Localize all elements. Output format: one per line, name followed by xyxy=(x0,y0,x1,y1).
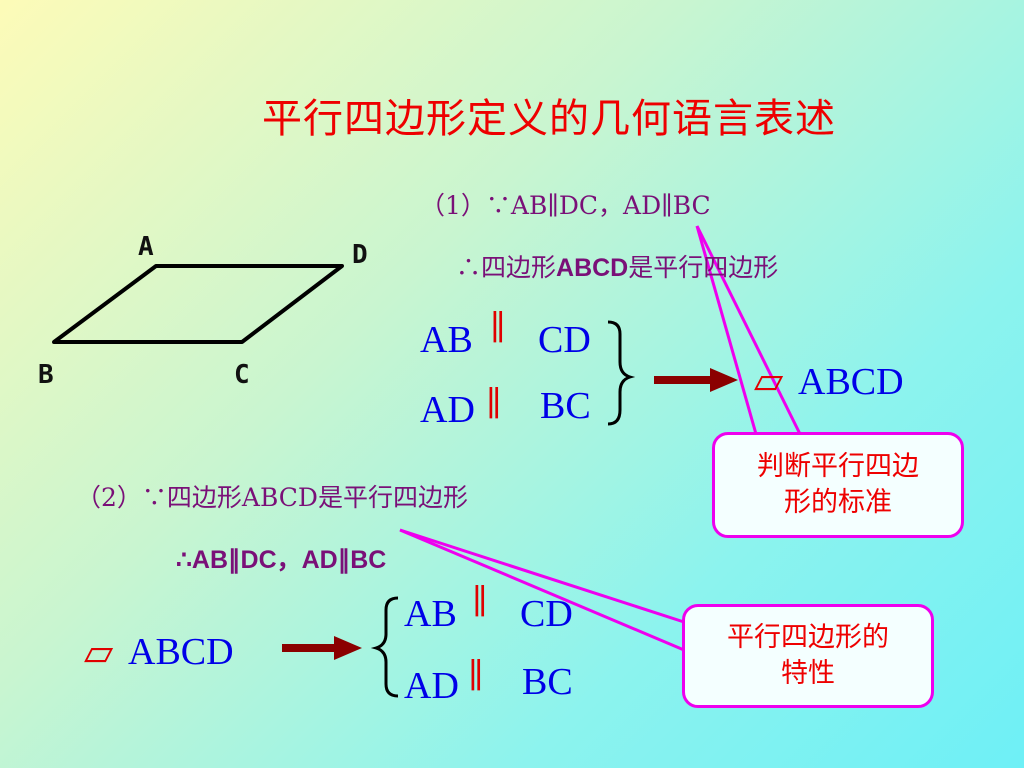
vertex-label-a: A xyxy=(138,232,154,262)
relation-1-row-1-parallel: ∥ xyxy=(490,308,506,348)
vertex-label-b: B xyxy=(38,360,54,390)
statement-1-suffix: 是平行四边形 xyxy=(628,253,779,282)
relation-2-row-2-parallel: ∥ xyxy=(468,656,484,696)
relation-2-row-1-left: AB xyxy=(404,593,457,635)
statement-2-premise: （2）∵四边形ABCD是平行四边形 xyxy=(76,483,468,512)
relation-1-row-2-right: BC xyxy=(540,385,591,427)
parallelogram-symbol-icon: ▱ xyxy=(754,358,784,402)
callout-2-pointer xyxy=(399,528,685,624)
relation-2-row-2-left: AD xyxy=(404,665,459,707)
relation-2-row-1-right: CD xyxy=(520,593,573,635)
relation-1-row-1-right: CD xyxy=(538,319,591,361)
vertex-label-d: D xyxy=(352,240,368,270)
relation-1-row-2-left: AD xyxy=(420,389,475,431)
relation-1-result: ABCD xyxy=(798,361,904,403)
callout-property: 平行四边形的 特性 xyxy=(682,604,934,708)
relation-1-row-2-parallel: ∥ xyxy=(486,384,502,424)
callout-property-line-2: 特性 xyxy=(781,658,835,689)
statement-1-bold: ABCD xyxy=(556,254,629,282)
callout-criterion: 判断平行四边 形的标准 xyxy=(712,432,964,538)
parallelogram-symbol-icon: ▱ xyxy=(84,630,114,674)
statement-1-premise: （1）∵AB∥DC，AD∥BC xyxy=(420,191,711,220)
callout-criterion-line-2: 形的标准 xyxy=(784,487,892,518)
brace-1 xyxy=(607,320,636,426)
relation-1-row-1-left: AB xyxy=(420,319,473,361)
arrow-2-head xyxy=(334,636,362,660)
brace-2 xyxy=(370,596,399,698)
callout-1-pointer xyxy=(695,225,802,435)
arrow-1-head xyxy=(710,368,738,392)
statement-2-conclusion: ∴AB∥DC，AD∥BC xyxy=(176,546,387,574)
callout-criterion-line-1: 判断平行四边 xyxy=(757,451,919,482)
relation-2-row-1-parallel: ∥ xyxy=(472,582,488,622)
statement-1-prefix: ∴四边形 xyxy=(456,253,557,282)
callout-property-line-1: 平行四边形的 xyxy=(727,622,889,653)
vertex-label-c: C xyxy=(234,360,250,390)
relation-2-row-2-right: BC xyxy=(522,661,573,703)
parallelogram-figure xyxy=(52,264,344,344)
callout-1-pointer xyxy=(695,225,758,435)
relation-2-premise: ABCD xyxy=(128,631,234,673)
callout-2-pointer xyxy=(399,528,685,652)
statement-1-conclusion: ∴四边形ABCD是平行四边形 xyxy=(456,248,778,284)
page-title: 平行四边形定义的几何语言表述 xyxy=(262,96,836,142)
